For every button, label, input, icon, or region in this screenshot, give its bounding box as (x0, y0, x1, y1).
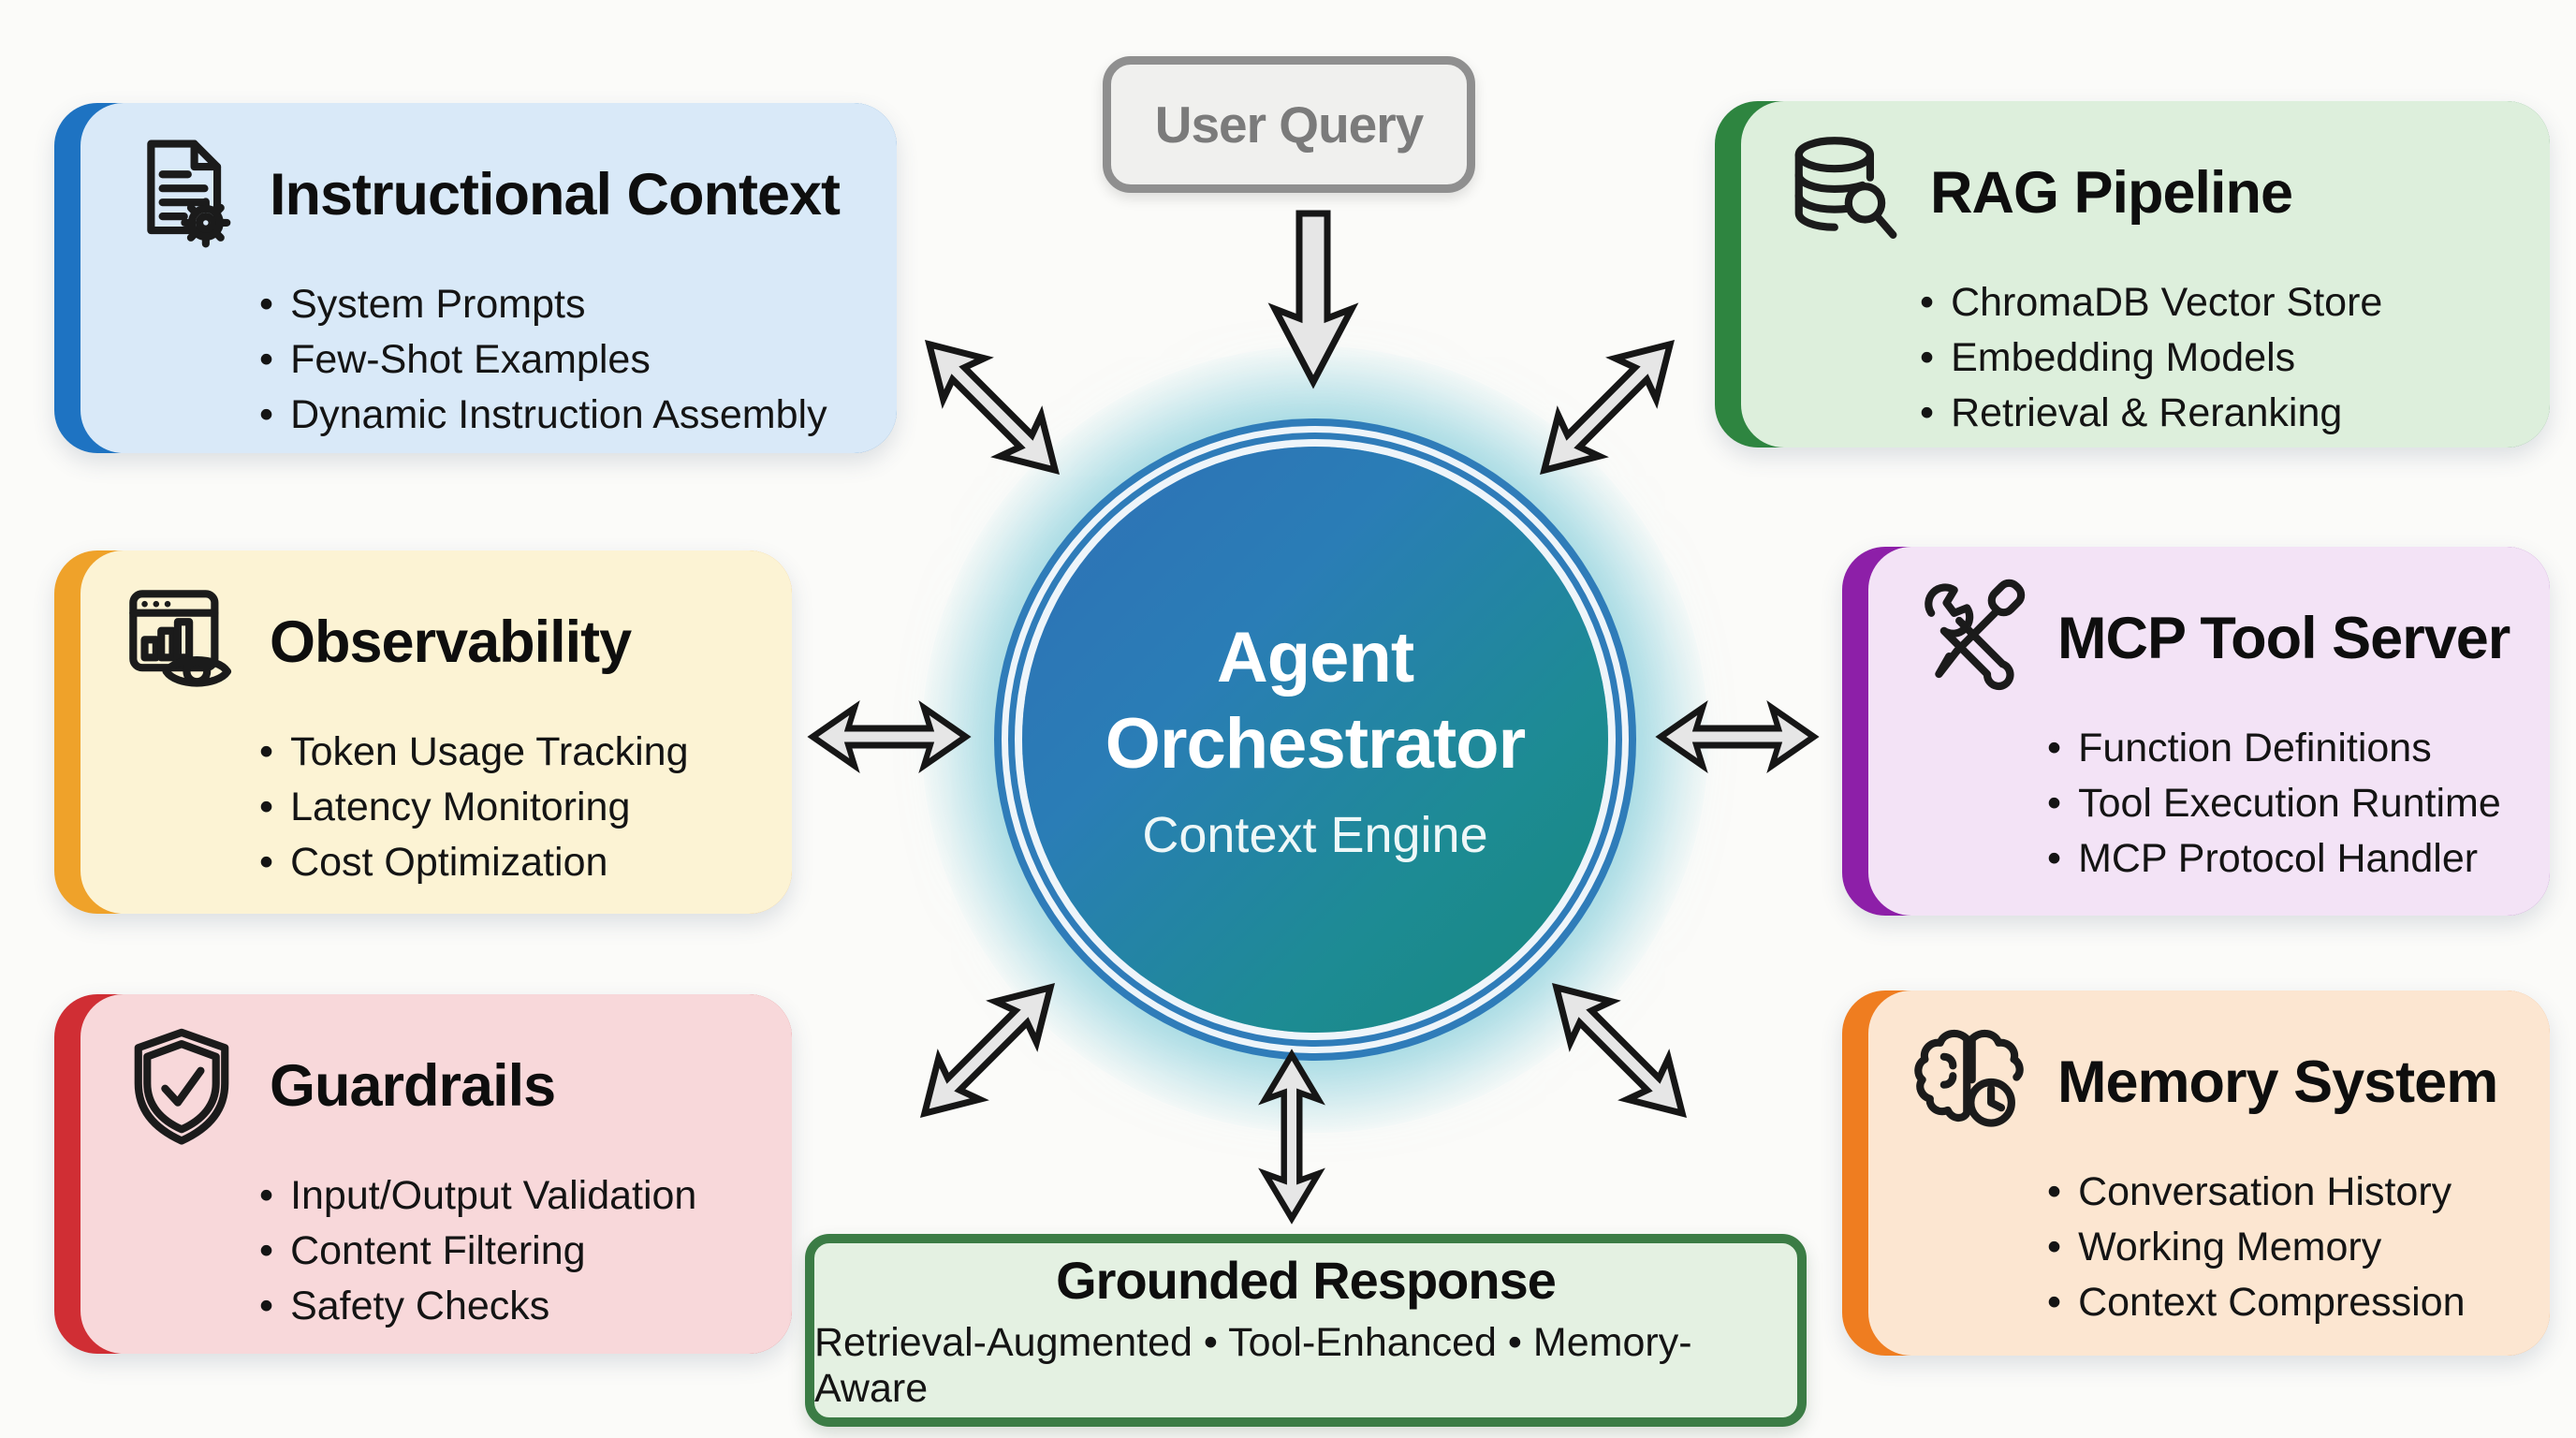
bullet-item: Context Compression (2047, 1275, 2516, 1330)
card-observability: Observability Token Usage Tracking Laten… (54, 550, 792, 914)
bullet-item: ChromaDB Vector Store (1920, 275, 2516, 330)
card-title: Observability (270, 609, 632, 675)
card-body: RAG Pipeline ChromaDB Vector Store Embed… (1741, 101, 2550, 448)
orchestrator-subtitle: Context Engine (1142, 807, 1488, 863)
card-title: Guardrails (270, 1053, 556, 1119)
wrench-screwdriver-icon (1925, 579, 2026, 691)
database-search-icon (1794, 137, 1897, 239)
card-title: RAG Pipeline (1930, 160, 2293, 226)
card-rag-pipeline: RAG Pipeline ChromaDB Vector Store Embed… (1715, 101, 2550, 448)
card-instructional-context: Instructional Context System Prompts Few… (54, 103, 897, 453)
card-body: Guardrails Input/Output Validation Conte… (80, 994, 792, 1354)
card-title: MCP Tool Server (2057, 606, 2510, 671)
bullet-item: Content Filtering (259, 1224, 758, 1279)
double-arrow-icon (924, 339, 1061, 476)
arrow-orchestrator-grounded-response (1258, 1049, 1325, 1225)
bullet-item: Token Usage Tracking (259, 725, 758, 780)
brain-clock-icon (1914, 1029, 2024, 1127)
double-arrow-icon (807, 699, 972, 774)
card-title: Memory System (2057, 1049, 2498, 1115)
card-body: MCP Tool Server Function Definitions Too… (1868, 547, 2550, 916)
agent-orchestrator-circle: Agent Orchestrator Context Engine (1022, 447, 1608, 1033)
dashboard-eye-icon (129, 590, 232, 687)
double-arrow-icon (1539, 339, 1676, 476)
bullet-item: Input/Output Validation (259, 1168, 758, 1224)
grounded-response-subtitle: Retrieval-Augmented • Tool-Enhanced • Me… (814, 1319, 1692, 1411)
arrow-orchestrator-mcp-tool-server (1655, 699, 1820, 774)
bullet-list: Input/Output Validation Content Filterin… (259, 1168, 758, 1334)
card-memory-system: Memory System Conversation History Worki… (1842, 990, 2550, 1356)
arrow-orchestrator-observability (807, 699, 972, 774)
double-arrow-icon (919, 982, 1056, 1119)
orchestrator-title-line2: Orchestrator (1105, 704, 1526, 784)
card-guardrails: Guardrails Input/Output Validation Conte… (54, 994, 792, 1354)
card-body: Memory System Conversation History Worki… (1868, 990, 2550, 1356)
bullet-list: System Prompts Few-Shot Examples Dynamic… (259, 277, 863, 443)
bullet-item: Tool Execution Runtime (2047, 776, 2516, 831)
arrow-orchestrator-memory-system (1530, 961, 1709, 1140)
bullet-item: System Prompts (259, 277, 863, 332)
bullet-item: Retrieval & Reranking (1920, 386, 2516, 441)
grounded-response-title: Grounded Response (1056, 1250, 1557, 1310)
bullet-item: Conversation History (2047, 1165, 2516, 1220)
arrow-orchestrator-instructional-context (903, 318, 1082, 497)
bullet-item: MCP Protocol Handler (2047, 831, 2516, 887)
orchestrator-title-line1: Agent (1216, 618, 1414, 697)
bullet-list: Function Definitions Tool Execution Runt… (2047, 721, 2516, 887)
card-title: Instructional Context (270, 162, 841, 227)
bullet-item: Embedding Models (1920, 330, 2516, 386)
bullet-list: ChromaDB Vector Store Embedding Models R… (1920, 275, 2516, 441)
user-query-box: User Query (1103, 56, 1475, 193)
double-arrow-icon (1551, 982, 1688, 1119)
document-gear-icon (147, 139, 231, 248)
grounded-response-box: Grounded Response Retrieval-Augmented • … (805, 1234, 1807, 1427)
bullet-item: Few-Shot Examples (259, 332, 863, 388)
bullet-item: Latency Monitoring (259, 780, 758, 835)
shield-check-icon (134, 1028, 229, 1145)
arrow-orchestrator-rag-pipeline (1518, 318, 1697, 497)
double-arrow-icon (1258, 1049, 1325, 1225)
arrow-user-query-to-orchestrator (1262, 210, 1365, 389)
card-body: Observability Token Usage Tracking Laten… (80, 550, 792, 914)
double-arrow-icon (1655, 699, 1820, 774)
user-query-label: User Query (1154, 95, 1425, 154)
bullet-item: Function Definitions (2047, 721, 2516, 776)
arrow-orchestrator-guardrails (899, 961, 1077, 1140)
bullet-list: Token Usage Tracking Latency Monitoring … (259, 725, 758, 890)
bullet-item: Safety Checks (259, 1279, 758, 1334)
card-body: Instructional Context System Prompts Few… (80, 103, 897, 453)
bullet-item: Dynamic Instruction Assembly (259, 388, 863, 443)
bullet-list: Conversation History Working Memory Cont… (2047, 1165, 2516, 1330)
bullet-item: Cost Optimization (259, 835, 758, 890)
bullet-item: Working Memory (2047, 1220, 2516, 1275)
down-arrow-icon (1267, 210, 1359, 389)
card-mcp-tool-server: MCP Tool Server Function Definitions Too… (1842, 547, 2550, 916)
